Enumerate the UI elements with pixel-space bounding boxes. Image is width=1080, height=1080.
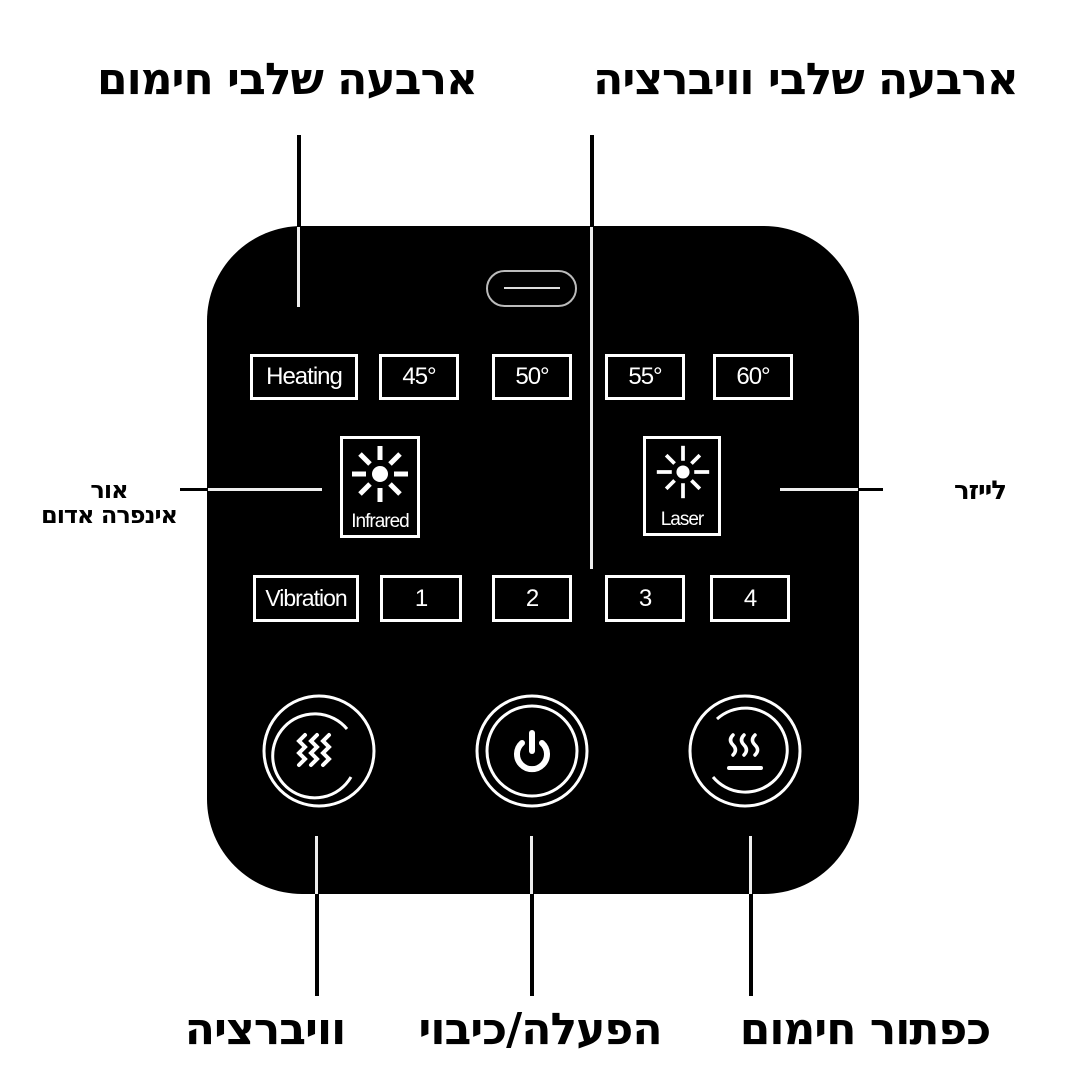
- usb-c-port-slot: [504, 287, 560, 289]
- leader-line: [590, 135, 594, 227]
- vibration-level-1[interactable]: 1: [380, 575, 462, 622]
- leader-line: [749, 836, 752, 894]
- heating-label: Heating: [250, 354, 358, 400]
- leader-line: [297, 135, 301, 227]
- vibration-button[interactable]: [259, 691, 379, 811]
- sun-icon: [656, 445, 710, 499]
- annotation-infrared-line1: אור: [90, 476, 128, 504]
- heating-level-50[interactable]: 50°: [492, 354, 572, 400]
- vibration-level-2[interactable]: 2: [492, 575, 572, 622]
- laser-indicator[interactable]: Laser: [643, 436, 721, 536]
- heat-icon: [727, 733, 763, 770]
- annotation-vibration-button: וויברציה: [184, 1004, 346, 1055]
- laser-label: Laser: [660, 509, 705, 530]
- vibration-label: Vibration: [253, 575, 359, 622]
- leader-line: [315, 894, 319, 996]
- infrared-label: Infrared: [351, 511, 409, 532]
- vibration-level-3[interactable]: 3: [605, 575, 685, 622]
- heating-level-55[interactable]: 55°: [605, 354, 685, 400]
- vibration-level-4[interactable]: 4: [710, 575, 790, 622]
- leader-line: [749, 894, 753, 996]
- annotation-infrared: אור אינפרה אדום: [14, 476, 204, 530]
- vibration-waves-icon: [296, 733, 332, 767]
- leader-line: [297, 227, 300, 307]
- annotation-laser: לייזר: [953, 476, 1007, 506]
- sun-icon: [352, 446, 408, 502]
- leader-line: [530, 894, 534, 996]
- power-button[interactable]: [472, 691, 592, 811]
- power-icon: [514, 730, 550, 773]
- leader-line: [590, 227, 593, 569]
- infrared-indicator[interactable]: Infrared: [340, 436, 420, 538]
- annotation-vibration-levels: ארבעה שלבי וויברציה: [593, 54, 1019, 105]
- leader-line: [180, 488, 208, 491]
- annotation-heating-levels: ארבעה שלבי חימום: [96, 54, 478, 105]
- annotation-infrared-line2: אינפרה אדום: [40, 501, 178, 530]
- annotation-heating-button: כפתור חימום: [739, 1004, 992, 1055]
- annotation-power-button: הפעלה/כיבוי: [418, 1004, 662, 1055]
- usb-c-port-icon: [486, 270, 577, 307]
- heating-level-60[interactable]: 60°: [713, 354, 793, 400]
- heating-button[interactable]: [685, 691, 805, 811]
- control-panel: [207, 226, 859, 894]
- leader-line: [780, 488, 858, 491]
- heating-level-45[interactable]: 45°: [379, 354, 459, 400]
- leader-line: [315, 836, 318, 894]
- leader-line: [530, 836, 533, 894]
- leader-line: [208, 488, 322, 491]
- leader-line: [858, 488, 883, 491]
